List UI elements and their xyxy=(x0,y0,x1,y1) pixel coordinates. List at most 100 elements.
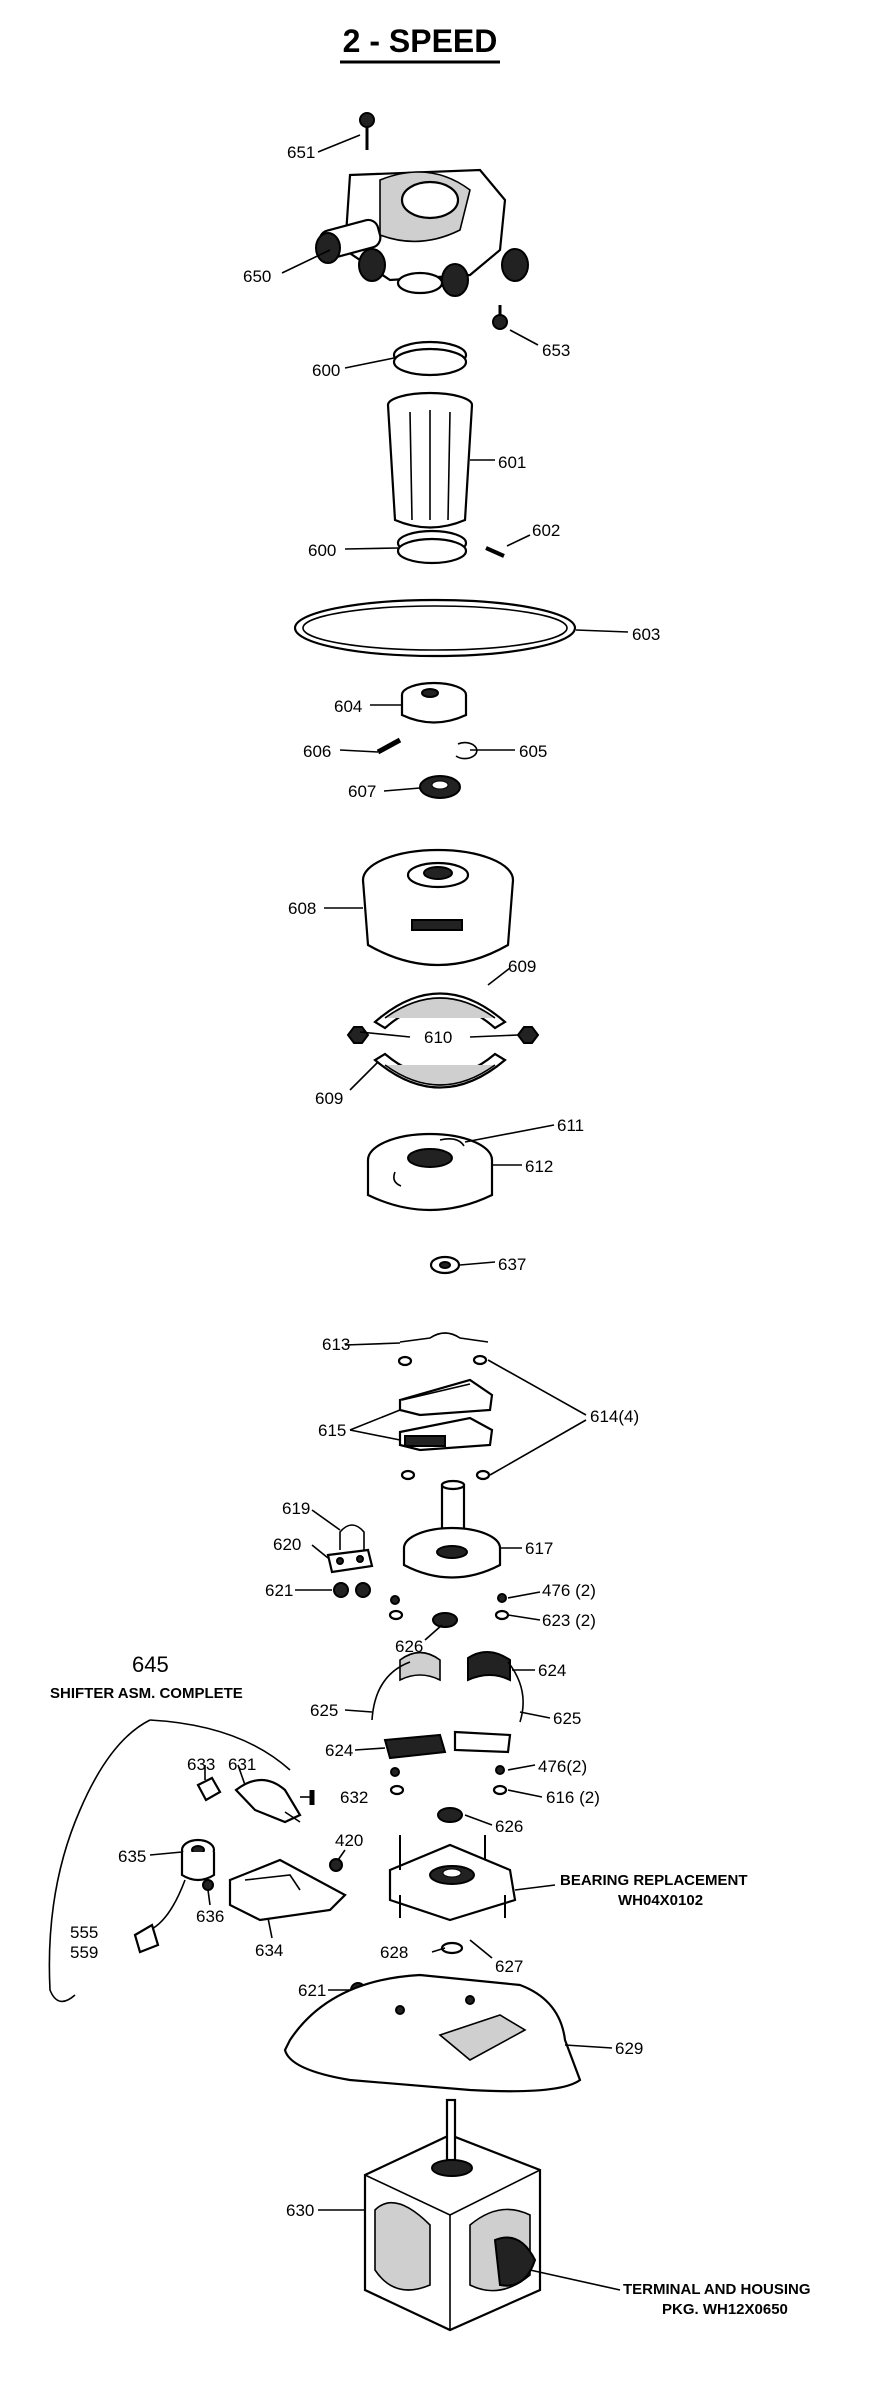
part-626-bushing-b xyxy=(437,1807,463,1823)
note-bearing-line2: WH04X0102 xyxy=(618,1892,703,1909)
callout-626-b: 626 xyxy=(495,1817,523,1836)
part-629-mounting-plate xyxy=(283,1973,582,2093)
callout-626-a: 626 xyxy=(395,1637,423,1656)
part-600-clamp-bottom xyxy=(396,529,468,565)
callout-608: 608 xyxy=(288,899,316,918)
callout-605: 605 xyxy=(519,742,547,761)
callout-623: 623 (2) xyxy=(542,1611,596,1630)
part-636-screw xyxy=(202,1879,214,1891)
callout-631: 631 xyxy=(228,1755,256,1774)
callout-624-a: 624 xyxy=(538,1661,566,1680)
part-476-616-hardware-b xyxy=(389,1765,508,1796)
callout-611: 611 xyxy=(557,1116,584,1135)
callout-labels: 651 650 653 600 601 600 602 603 604 606 … xyxy=(70,143,660,2220)
part-620-bracket xyxy=(326,1548,374,1574)
callout-476-b: 476(2) xyxy=(538,1757,587,1776)
callout-603: 603 xyxy=(632,625,660,644)
part-650-pump xyxy=(315,168,529,297)
callout-650: 650 xyxy=(243,267,271,286)
callout-651: 651 xyxy=(287,143,315,162)
part-600-clamp-top xyxy=(392,340,468,377)
part-605-ring xyxy=(455,741,478,760)
part-608-clutch-drum xyxy=(361,848,515,966)
callout-620: 620 xyxy=(273,1535,301,1554)
callout-616: 616 (2) xyxy=(546,1788,600,1807)
part-651-screw xyxy=(359,112,375,150)
part-624-625-shoes xyxy=(371,1651,524,1760)
callout-612: 612 xyxy=(525,1157,553,1176)
part-604-pulley xyxy=(400,681,468,724)
part-617-transmission-top xyxy=(402,1479,502,1579)
callout-476-a: 476 (2) xyxy=(542,1581,596,1600)
callout-613: 613 xyxy=(322,1335,350,1354)
part-615-brake-pads xyxy=(398,1378,494,1452)
callout-600-top: 600 xyxy=(312,361,340,380)
callout-636: 636 xyxy=(196,1907,224,1926)
part-603-belt xyxy=(293,598,577,658)
shifter-bracket-curve xyxy=(48,1719,291,2003)
part-613-plate xyxy=(399,1332,489,1343)
part-637-washer xyxy=(429,1255,461,1275)
callout-632: 632 xyxy=(340,1788,368,1807)
part-627-bearing-plate xyxy=(388,1835,517,1922)
callout-633: 633 xyxy=(187,1755,215,1774)
callout-600-bottom: 600 xyxy=(308,541,336,560)
callout-615: 615 xyxy=(318,1421,346,1440)
callout-604: 604 xyxy=(334,697,362,716)
callout-637: 637 xyxy=(498,1255,526,1274)
callout-555: 555 xyxy=(70,1923,98,1942)
note-bearing-line1: BEARING REPLACEMENT xyxy=(560,1872,748,1889)
part-606-key xyxy=(376,737,402,755)
part-634-shift-plate xyxy=(228,1858,347,1922)
callout-602: 602 xyxy=(532,521,560,540)
part-420-screw xyxy=(329,1858,343,1872)
part-609-shoe-bottom xyxy=(373,1052,507,1089)
callout-607: 607 xyxy=(348,782,376,801)
part-601-hose xyxy=(386,391,474,529)
callout-609-top: 609 xyxy=(508,957,536,976)
part-630-motor xyxy=(363,2098,542,2332)
callout-617: 617 xyxy=(525,1539,553,1558)
callout-629: 629 xyxy=(615,2039,643,2058)
part-626-bushing-a xyxy=(432,1612,458,1628)
leader-lines xyxy=(149,134,629,2291)
callout-559: 559 xyxy=(70,1943,98,1962)
callout-619: 619 xyxy=(282,1499,310,1518)
callout-420: 420 xyxy=(335,1831,363,1850)
callout-625-a: 625 xyxy=(310,1701,338,1720)
notes: SHIFTER ASM. COMPLETE BEARING REPLACEMEN… xyxy=(50,1685,811,2318)
diagram-title: 2 - SPEED xyxy=(343,23,498,59)
part-621-nuts-a xyxy=(333,1582,371,1598)
part-633-clip xyxy=(196,1776,222,1802)
callout-628: 628 xyxy=(380,1943,408,1962)
part-602-screw xyxy=(485,546,505,558)
note-terminal-line2: PKG. WH12X0650 xyxy=(662,2301,788,2318)
callout-614: 614(4) xyxy=(590,1407,639,1426)
callout-635: 635 xyxy=(118,1847,146,1866)
callout-625-b: 625 xyxy=(553,1709,581,1728)
part-619-u-bolt xyxy=(339,1524,365,1550)
note-shifter: SHIFTER ASM. COMPLETE xyxy=(50,1685,243,1702)
part-628-ring xyxy=(440,1941,464,1955)
callout-653: 653 xyxy=(542,341,570,360)
callout-621-b: 621 xyxy=(298,1981,326,2000)
callout-627: 627 xyxy=(495,1957,523,1976)
part-555-559-switch xyxy=(133,1923,160,1954)
callout-610: 610 xyxy=(424,1028,452,1047)
part-631-lever xyxy=(234,1778,302,1824)
callout-601: 601 xyxy=(498,453,526,472)
part-614-washers xyxy=(397,1354,491,1481)
callout-630: 630 xyxy=(286,2201,314,2220)
callout-634: 634 xyxy=(255,1941,283,1960)
callout-606: 606 xyxy=(303,742,331,761)
part-610-springs xyxy=(346,1026,540,1044)
callout-621-a: 621 xyxy=(265,1581,293,1600)
part-607-bearing xyxy=(419,775,461,799)
callout-645: 645 xyxy=(132,1652,169,1677)
callout-609-bottom: 609 xyxy=(315,1089,343,1108)
part-612-clutch-hub xyxy=(366,1132,494,1212)
part-476-623-hardware-a xyxy=(388,1593,510,1621)
callout-624-b: 624 xyxy=(325,1741,353,1760)
